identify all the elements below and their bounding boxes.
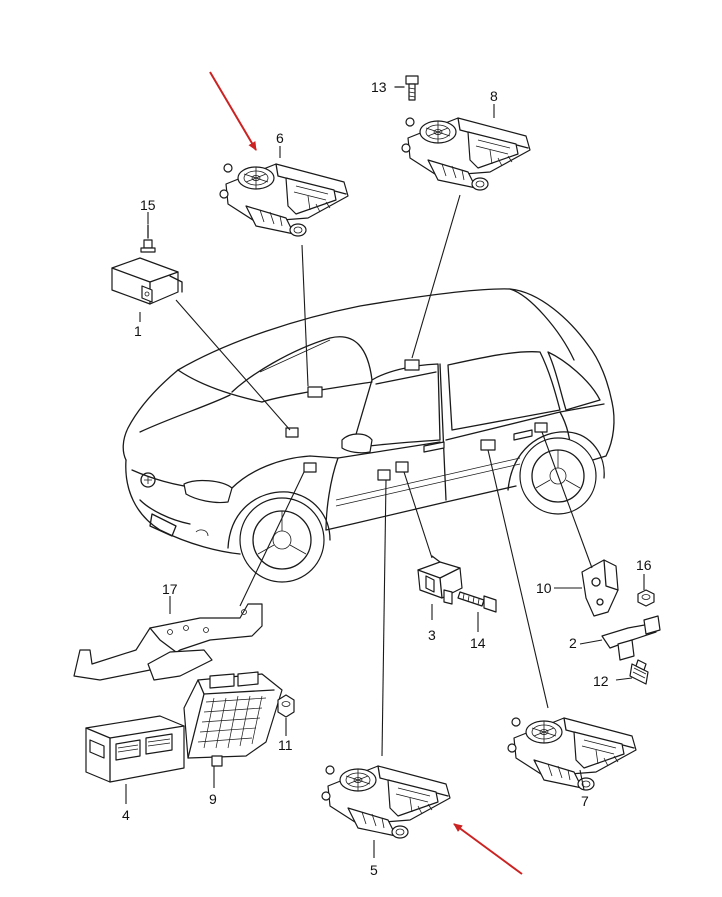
location-markers: [285, 359, 548, 481]
highlight-arrow-bottom: [453, 823, 523, 875]
nut-part-11: [277, 694, 295, 718]
part-number-6: 6: [276, 130, 284, 146]
part-number-16: 16: [636, 557, 652, 573]
part-number-5: 5: [370, 862, 378, 878]
part-number-1: 1: [134, 323, 142, 339]
part-number-10: 10: [536, 580, 552, 596]
window-motor-part-7: [507, 717, 637, 791]
grid-bracket-part-9: [183, 671, 283, 767]
highlight-arrow-top: [209, 71, 257, 151]
bolt-part-13: [394, 75, 419, 101]
window-motor-part-8: [401, 117, 531, 191]
window-motor-part-6: [219, 163, 349, 237]
part-number-14: 14: [470, 635, 486, 651]
part-number-9: 9: [209, 791, 217, 807]
part-number-12: 12: [593, 673, 609, 689]
control-unit-part-4: [85, 715, 185, 783]
control-unit-part-1: [111, 257, 183, 305]
part-number-17: 17: [162, 581, 178, 597]
part-number-11: 11: [278, 737, 293, 753]
sensor-part-3: [417, 555, 463, 605]
bracket-part-10: [581, 559, 619, 617]
part-number-13: 13: [371, 79, 387, 95]
part-number-8: 8: [490, 88, 498, 104]
bolt-part-12: [629, 659, 649, 685]
bracket-part-17: [73, 603, 263, 681]
part-number-15: 15: [140, 197, 156, 213]
sensor-part-2: [601, 615, 661, 661]
part-number-7: 7: [581, 793, 589, 809]
leader-lines: [125, 104, 645, 858]
screw-part-14: [457, 591, 497, 613]
part-number-3: 3: [428, 627, 436, 643]
window-motor-part-5: [321, 765, 451, 839]
part-number-2: 2: [569, 635, 577, 651]
nut-part-16: [637, 589, 655, 607]
car-body-outline: [122, 288, 615, 583]
part-number-4: 4: [122, 807, 130, 823]
bolt-part-15: [140, 224, 156, 253]
